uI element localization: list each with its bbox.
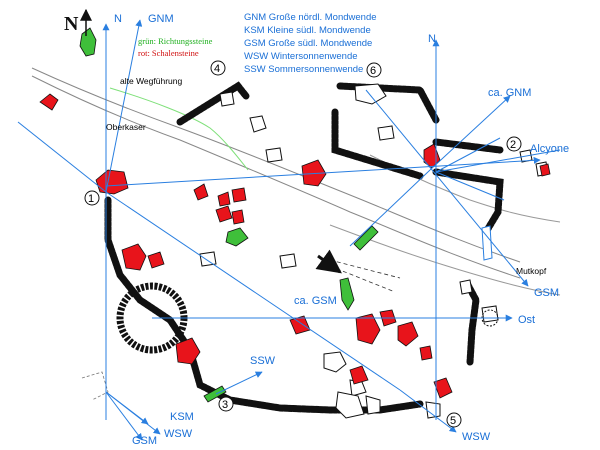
- legend-abbrev-0: GNM Große nördl. Mondwende: [244, 12, 377, 23]
- legend-abbrev-4: SSW Sommersonnenwende: [244, 64, 363, 75]
- station-markers: 1 2 3 4 5 6: [84, 60, 522, 428]
- old-path-line: [109, 87, 249, 171]
- legend-abbrev-2: GSM Große südl. Mondwende: [244, 38, 372, 49]
- alignment-rays: [17, 19, 561, 441]
- label-wsw-bottom-left: WSW: [164, 428, 193, 440]
- label-ost: Ost: [518, 314, 535, 326]
- legend-abbrev-3: WSW Wintersonnenwende: [244, 51, 358, 62]
- label-n-right: N: [428, 33, 436, 45]
- label-mutkopf: Mutkopf: [516, 266, 547, 276]
- label-gsm-bottom: GSM: [132, 435, 157, 447]
- label-wsw-bottom-right: WSW: [462, 431, 491, 443]
- stone-walls: [104, 81, 504, 414]
- legend-abbrev-1: KSM Kleine südl. Mondwende: [244, 25, 371, 36]
- north-arrow: N: [64, 8, 92, 36]
- legend-green: grün: Richtungssteine: [138, 36, 213, 46]
- label-ksm: KSM: [170, 411, 194, 423]
- legend-red: rot: Schalensteine: [138, 48, 199, 58]
- label-n-left: N: [114, 13, 122, 25]
- label-ssw: SSW: [250, 355, 276, 367]
- label-gsm-right: GSM: [534, 287, 559, 299]
- label-ca-gsm: ca. GSM: [294, 295, 337, 307]
- station-3: 3: [222, 399, 228, 411]
- station-1: 1: [88, 193, 94, 205]
- label-alte-wegfuehrung: alte Wegführung: [120, 76, 182, 86]
- label-ca-gnm: ca. GNM: [488, 87, 531, 99]
- white-stones: [199, 83, 549, 419]
- green-stones: [79, 27, 379, 403]
- north-letter: N: [64, 13, 79, 35]
- label-alcyone: Alcyone: [530, 143, 569, 155]
- station-4: 4: [214, 63, 220, 75]
- red-stones: [39, 93, 551, 399]
- station-6: 6: [370, 65, 376, 77]
- station-5: 5: [450, 415, 456, 427]
- label-gnm-top: GNM: [148, 13, 174, 25]
- label-oberkaser: Oberkaser: [106, 122, 146, 132]
- station-2: 2: [510, 139, 516, 151]
